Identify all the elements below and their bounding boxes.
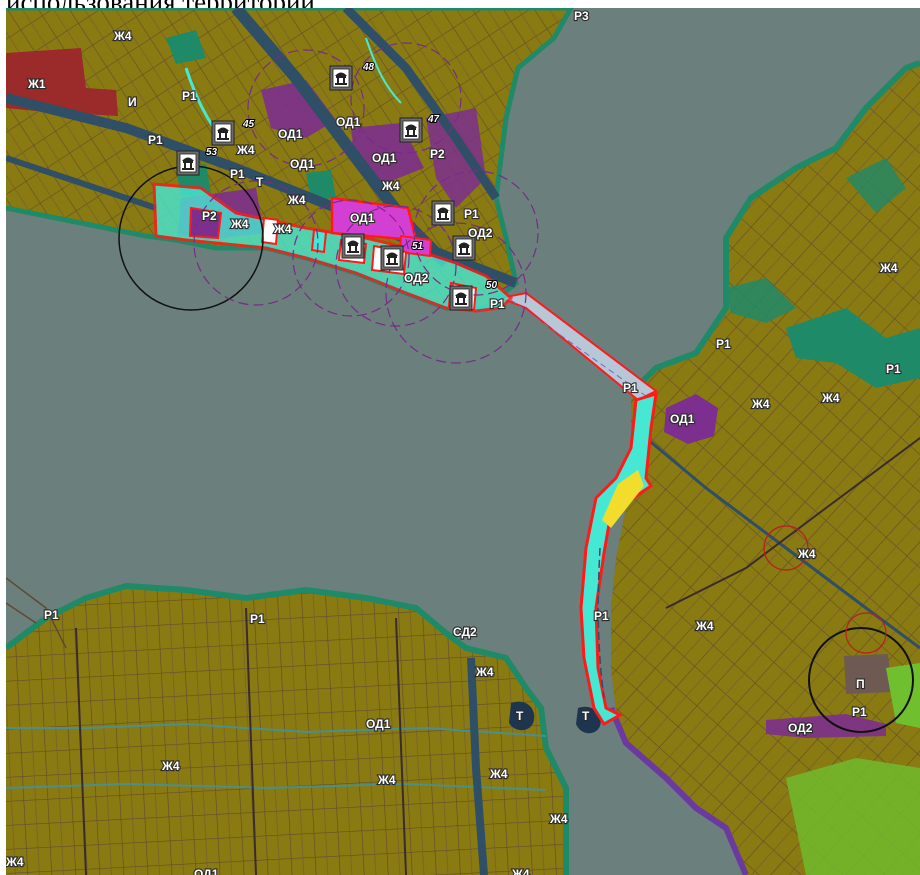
zone-label: Р1 — [716, 337, 731, 351]
zone-label: И — [128, 95, 137, 109]
od1-highlight-label: ОД1 — [350, 211, 375, 225]
monument-number: 48 — [362, 62, 375, 73]
zone-label: П — [856, 677, 865, 691]
zone-label: ОД1 — [336, 115, 361, 129]
zone-label: Р1 — [464, 207, 479, 221]
zone-label: ОД1 — [372, 151, 397, 165]
zoning-map[interactable]: 48 47 45 53 51 50 Ж4 Ж1 И Р1 Р1 Р3 ОД1 О… — [6, 8, 920, 875]
zone-label: Р3 — [574, 9, 589, 23]
monument-number: 45 — [242, 119, 255, 130]
map-canvas: 48 47 45 53 51 50 Ж4 Ж1 И Р1 Р1 Р3 ОД1 О… — [6, 8, 920, 875]
east-district — [608, 60, 920, 875]
zone-label: Р1 — [230, 167, 245, 181]
zone-label: Ж4 — [821, 391, 840, 405]
zone-label: Р1 — [623, 381, 638, 395]
monument-numbers: 48 47 45 53 51 50 — [205, 61, 499, 292]
zone-label: ОД1 — [278, 127, 303, 141]
zone-label: Р1 — [44, 608, 59, 622]
monument-number: 50 — [486, 280, 498, 291]
zone-label: ОД1 — [366, 717, 391, 731]
monument-number: 53 — [206, 147, 218, 158]
zone-label: Ж1 — [27, 77, 46, 91]
zone-label: ОД1 — [670, 412, 695, 426]
zone-label: Ж4 — [751, 397, 770, 411]
zone-label: Т — [516, 709, 524, 723]
zone-label: Р1 — [250, 612, 265, 626]
zone-label: ОД1 — [194, 867, 219, 875]
zone-label: ОД1 — [290, 157, 315, 171]
zone-label: Р1 — [594, 609, 609, 623]
zone-label: СД2 — [453, 625, 477, 639]
zone-label: Ж4 — [273, 222, 292, 236]
page-caption: использования территории. — [0, 0, 920, 10]
southwest-district — [6, 582, 601, 875]
monument-number: 51 — [412, 241, 424, 252]
zone-label: Ж4 — [879, 261, 898, 275]
zone-label: Р1 — [852, 705, 867, 719]
zone-label: Ж4 — [113, 29, 132, 43]
zone-label: Ж4 — [236, 143, 255, 157]
zone-label: Ж4 — [230, 217, 249, 231]
zone-label: ОД2 — [468, 226, 493, 240]
zone-label: Т — [256, 175, 264, 189]
zone-label: Р1 — [490, 297, 505, 311]
zone-label: Ж4 — [695, 619, 714, 633]
zone-label: Ж4 — [161, 759, 180, 773]
zone-label: Ж4 — [377, 773, 396, 787]
zone-label: Ж4 — [381, 179, 400, 193]
zone-label: Ж4 — [797, 547, 816, 561]
monument-number: 47 — [427, 114, 440, 125]
zone-label: Р1 — [886, 362, 901, 376]
zone-label: Ж4 — [6, 855, 24, 869]
zone-label: ОД2 — [788, 721, 813, 735]
zone-label: Ж4 — [475, 665, 494, 679]
zone-label: Ж4 — [511, 867, 530, 875]
zone-label: Ж4 — [489, 767, 508, 781]
zone-label: Ж4 — [287, 193, 306, 207]
dashed-buffer-zones — [193, 42, 539, 364]
project-boundary[interactable] — [152, 182, 658, 727]
zone-label: Р2 — [202, 209, 217, 223]
zone-label: Ж4 — [549, 812, 568, 826]
zone-label: Р1 — [148, 133, 163, 147]
zone-label: ОД2 — [404, 271, 429, 285]
zone-label: Р1 — [182, 89, 197, 103]
zone-labels: Ж4 Ж1 И Р1 Р1 Р3 ОД1 ОД1 ОД1 ОД1 Ж4 Р1 Т… — [6, 8, 902, 875]
zone-label: Т — [582, 709, 590, 723]
zone-label: Р2 — [430, 147, 445, 161]
